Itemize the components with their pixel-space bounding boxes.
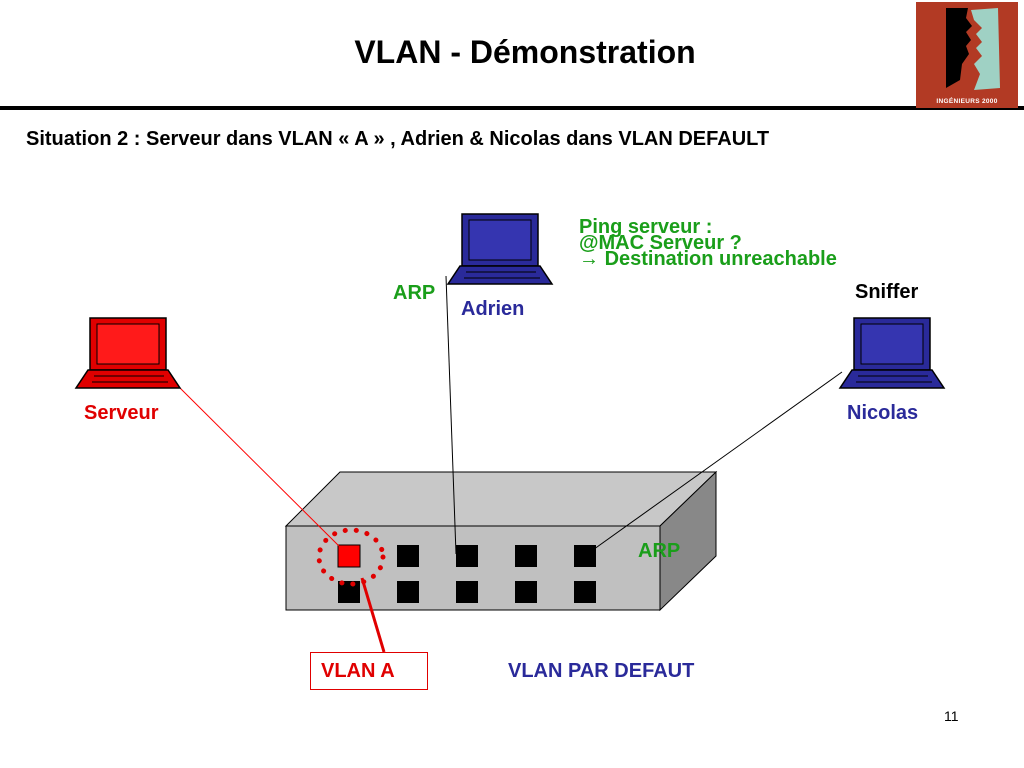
logo: INGÉNIEURS 2000	[916, 2, 1018, 108]
switch-port	[515, 545, 537, 567]
switch-port	[397, 545, 419, 567]
cable-nicolas	[589, 371, 843, 553]
ping-line-1: Ping serveur :	[579, 216, 713, 238]
right-arrow-icon: →	[579, 248, 599, 270]
switch-port	[574, 581, 596, 603]
vlan-a-box	[310, 652, 428, 690]
ping-line-3: → Destination unreachable	[579, 248, 837, 271]
switch-front-face	[285, 525, 661, 611]
ping-line-2: @MAC Serveur ?	[579, 232, 742, 254]
cable-adrien	[445, 275, 457, 555]
title-divider	[0, 106, 1024, 110]
switch-port	[456, 581, 478, 603]
logo-faces-icon	[916, 2, 1018, 108]
sniffer-label: Sniffer	[855, 281, 919, 303]
arp-label-top: ARP	[393, 282, 436, 304]
cable-serveur	[179, 387, 347, 554]
adrien-label: Adrien	[461, 298, 525, 320]
switch-port	[397, 581, 419, 603]
page-number: 11	[944, 708, 959, 724]
switch-port	[574, 545, 596, 567]
ping-result-text: Destination unreachable	[604, 248, 837, 270]
switch-port	[456, 545, 478, 567]
serveur-label: Serveur	[84, 402, 159, 424]
vlan-a-highlight-circle	[316, 527, 386, 587]
arp-label-switch: ARP	[638, 540, 681, 562]
logo-text: INGÉNIEURS 2000	[936, 98, 998, 105]
vlan-a-label: VLAN A	[321, 660, 395, 682]
switch-port	[515, 581, 537, 603]
vlan-a-pointer-line	[360, 577, 386, 653]
adrien-laptop-icon	[446, 213, 554, 285]
page-title: VLAN - Démonstration	[354, 34, 696, 70]
slide-subtitle: Situation 2 : Serveur dans VLAN « A » , …	[26, 128, 770, 150]
serveur-laptop-icon	[74, 317, 182, 389]
switch-port-vlan-a	[337, 544, 361, 568]
switch-port	[338, 581, 360, 603]
nicolas-label: Nicolas	[847, 402, 919, 424]
nicolas-laptop-icon	[838, 317, 946, 389]
vlan-default-label: VLAN PAR DEFAUT	[508, 660, 695, 682]
switch-top-face	[284, 471, 718, 527]
